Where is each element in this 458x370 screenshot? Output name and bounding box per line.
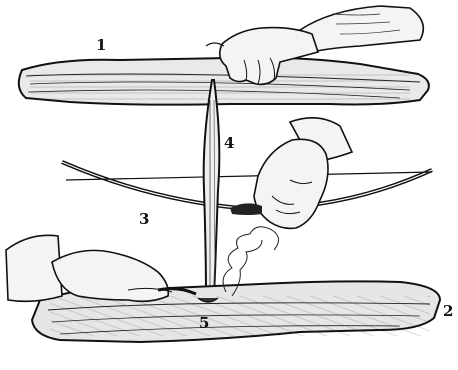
label-4: 4 xyxy=(224,134,234,152)
label-5: 5 xyxy=(199,314,209,332)
label-3: 3 xyxy=(139,210,149,228)
spindle xyxy=(204,80,220,300)
bow-hand xyxy=(230,118,352,229)
lower-hand xyxy=(6,235,196,301)
bow-string xyxy=(66,172,432,180)
bow xyxy=(62,162,432,208)
label-1: 1 xyxy=(96,36,106,54)
label-2: 2 xyxy=(443,302,453,320)
